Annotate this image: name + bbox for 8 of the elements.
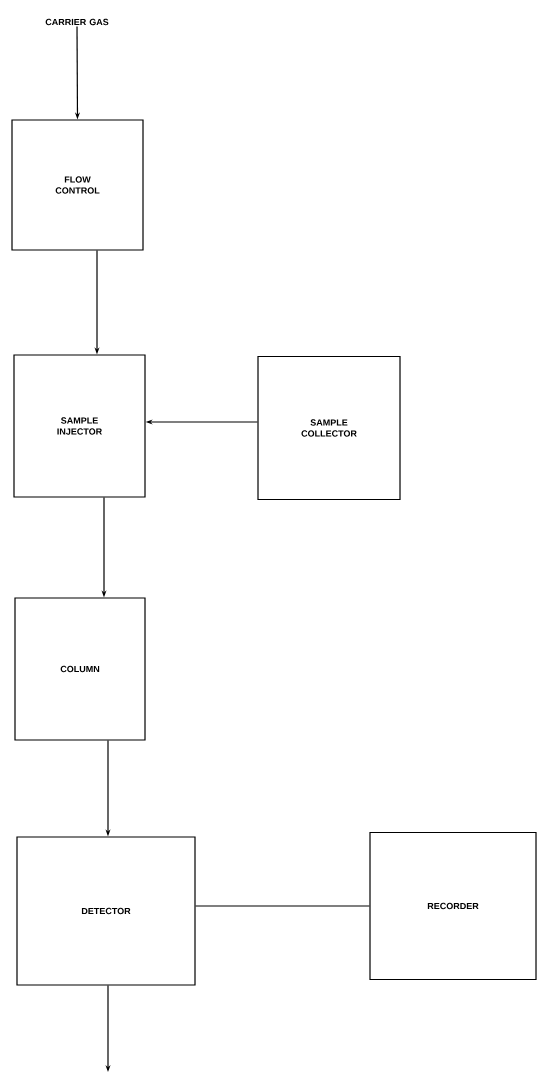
process-box: SAMPLE COLLECTOR [257, 355, 401, 501]
input-label: CARRIER GAS [45, 18, 109, 26]
process-box: FLOW CONTROL [11, 119, 144, 251]
process-box: COLUMN [14, 597, 146, 741]
connector-line [195, 905, 370, 907]
process-box: RECORDER [369, 831, 537, 981]
process-box: SAMPLE INJECTOR [13, 354, 146, 498]
process-box: DETECTOR [16, 836, 196, 986]
